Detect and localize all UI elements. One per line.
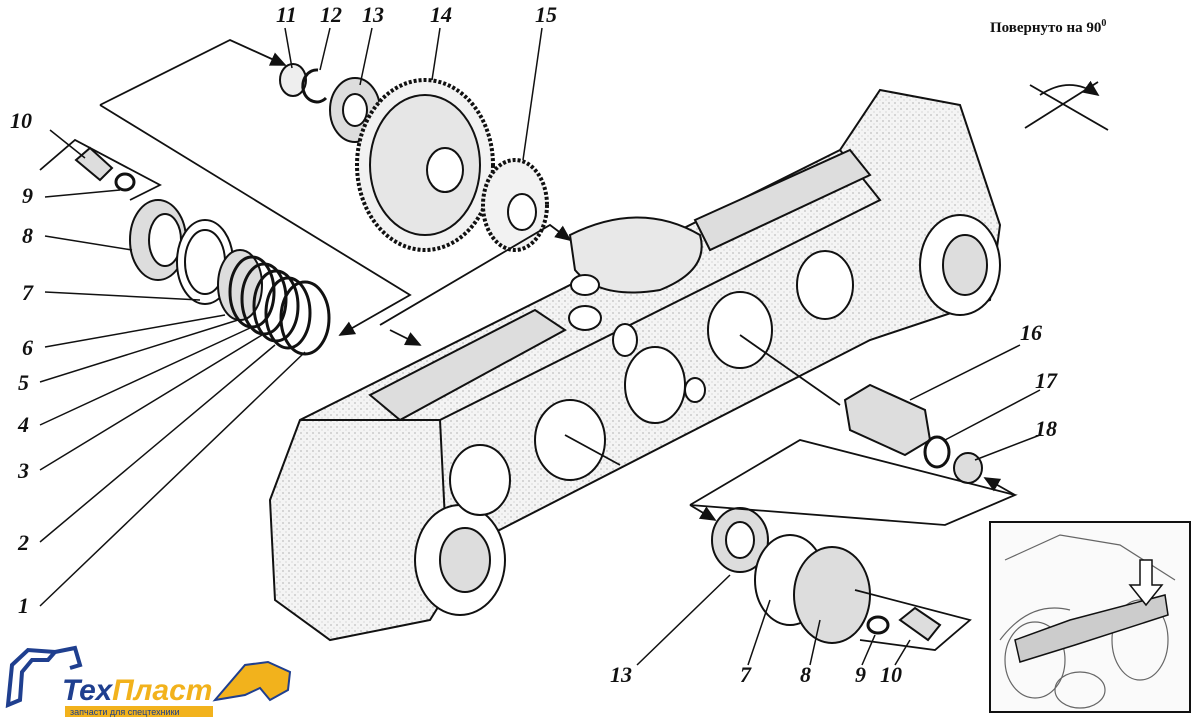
assembly-arrows: [39, 39, 1018, 651]
part-12-circlip: [301, 68, 328, 104]
part-1-ring: [279, 280, 331, 356]
part-11-ring: [279, 63, 307, 97]
part-9-washer: [114, 172, 136, 192]
callout-8: 8: [22, 223, 33, 248]
callout-11: 11: [276, 2, 297, 27]
rotation-note: Повернуто на 900: [990, 18, 1106, 36]
callout-12: 12: [320, 2, 342, 27]
part-2-ring: [264, 276, 312, 350]
part-10-bolt-lower: [898, 606, 942, 642]
callout-6: 6: [22, 335, 33, 360]
location-inset: [989, 521, 1191, 713]
inset-axle: [1014, 594, 1169, 663]
left-parts-stack: [74, 146, 331, 356]
gear-group-top: [279, 63, 549, 252]
logo-tagline: запчасти для спецтехники: [70, 707, 180, 717]
callout-9: 9: [22, 183, 33, 208]
callout-labels: 11 12 13 14 15 10 9 8 7 6 5 4 3 2 1 16 1…: [10, 2, 1058, 687]
callout-2: 2: [17, 530, 29, 555]
callout-9-lower: 9: [855, 662, 866, 687]
callout-10: 10: [10, 108, 32, 133]
part-17-circlip: [923, 435, 951, 469]
part-16-shaft: [843, 383, 932, 457]
callout-8-lower: 8: [800, 662, 811, 687]
right-parts: [711, 383, 983, 644]
callout-7-lower: 7: [740, 662, 752, 687]
part-8-cover-lower: [793, 546, 871, 644]
housing: [268, 88, 1002, 642]
part-10-bolt: [74, 146, 114, 182]
callout-15: 15: [535, 2, 557, 27]
callout-1: 1: [18, 593, 29, 618]
callout-10-lower: 10: [880, 662, 902, 687]
part-9-washer-lower: [866, 615, 890, 635]
callout-4: 4: [17, 412, 29, 437]
logo-name-right: Пласт: [112, 674, 212, 707]
logo-name-left: Тех: [62, 674, 113, 707]
svg-text:ТехПласт: ТехПласт: [62, 674, 212, 707]
brand-logo: ТехПласт запчасти для спецтехники: [5, 645, 292, 717]
callout-18: 18: [1035, 416, 1057, 441]
part-18-ring: [953, 452, 983, 484]
loader-bucket-icon: [212, 660, 292, 702]
rotation-symbol: [1024, 80, 1109, 131]
callout-13: 13: [362, 2, 384, 27]
callout-13-lower: 13: [610, 662, 632, 687]
leader-lines: [39, 27, 1041, 666]
excavator-arm-icon: [5, 647, 60, 709]
callout-16: 16: [1020, 320, 1042, 345]
callout-7: 7: [22, 280, 34, 305]
callout-5: 5: [18, 370, 29, 395]
callout-14: 14: [430, 2, 452, 27]
callout-3: 3: [17, 458, 29, 483]
callout-17: 17: [1035, 368, 1058, 393]
inset-pointer-arrow: [1128, 559, 1164, 607]
